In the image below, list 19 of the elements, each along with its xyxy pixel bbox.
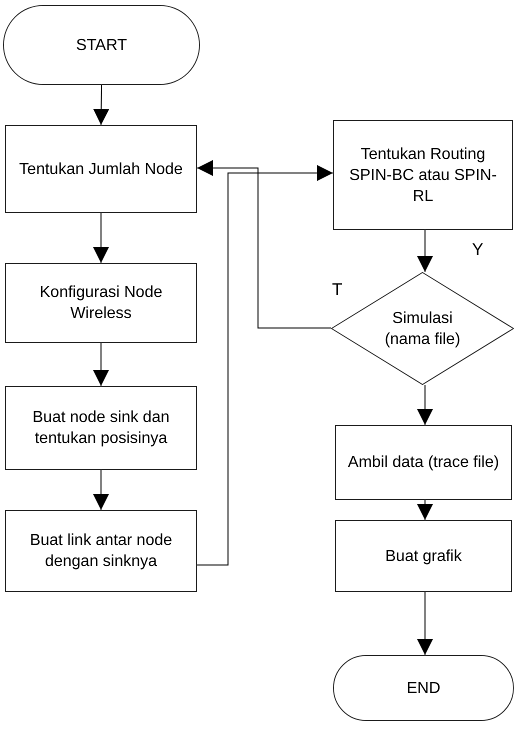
arrow: [93, 470, 109, 510]
terminator-shape: END: [333, 655, 514, 721]
process-box: Tentukan Jumlah Node: [5, 125, 197, 213]
arrow: [196, 165, 334, 566]
arrow: [93, 84, 110, 126]
process-box: Tentukan Routing SPIN-BC atau SPIN-RL: [333, 120, 513, 230]
arrow: [93, 212, 109, 264]
terminator-shape: START: [3, 5, 200, 85]
arrow: [417, 592, 433, 656]
process-box: Ambil data (trace file): [335, 425, 512, 500]
process-box: Buat node sink dan tentukan posisinya: [5, 386, 197, 470]
arrow: [417, 500, 433, 520]
process-box: Buat grafik: [335, 520, 512, 592]
arrow: [196, 160, 332, 328]
arrow: [417, 230, 433, 272]
process-box: Buat link antar node dengan sinknya: [5, 510, 197, 592]
process-box: Konfigurasi Node Wireless: [5, 263, 197, 343]
arrow: [93, 342, 109, 386]
arrow: [417, 384, 433, 426]
